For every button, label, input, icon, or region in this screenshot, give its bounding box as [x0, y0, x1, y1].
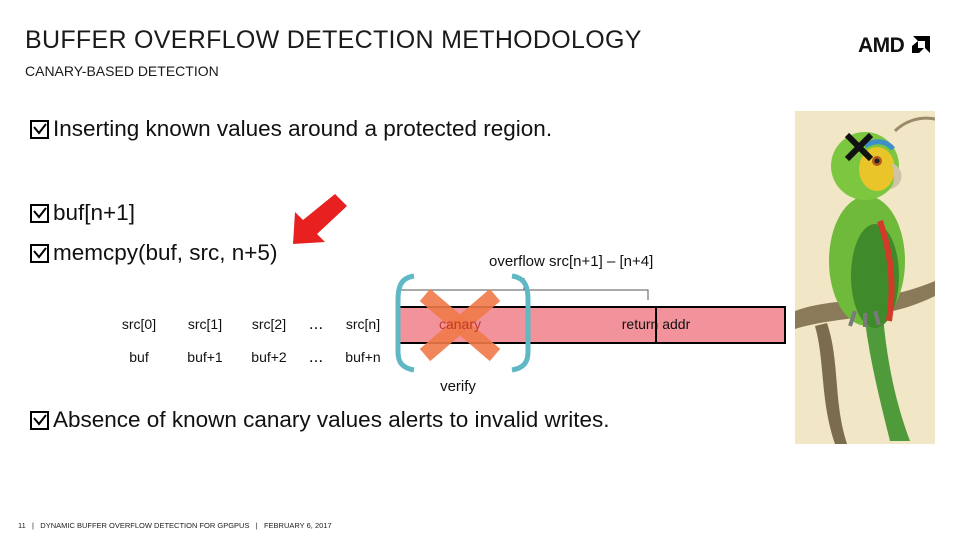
bullet-1-text: Inserting known values around a protecte…	[53, 116, 553, 141]
bullet-2: buf[n+1]	[30, 200, 135, 226]
bullet-1: Inserting known values around a protecte…	[30, 116, 552, 142]
page-number: 11	[18, 521, 26, 530]
page-subtitle: CANARY-BASED DETECTION	[25, 63, 219, 79]
amd-logo: AMD	[858, 34, 930, 58]
parrot-illustration	[795, 111, 935, 444]
logo-text: AMD	[858, 34, 905, 57]
canary-label: canary	[438, 316, 482, 332]
verify-bracket-right	[511, 273, 531, 373]
addr-cell-2: buf+2	[251, 349, 287, 365]
bullet-2-text: buf[n+1]	[53, 200, 135, 225]
bullet-4: Absence of known canary values alerts to…	[30, 407, 610, 433]
bullet-4-text: Absence of known canary values alerts to…	[53, 407, 610, 432]
footer-date: FEBRUARY 6, 2017	[263, 521, 332, 530]
src-cell-1: src[1]	[187, 316, 223, 332]
footer-sep-1: |	[27, 521, 39, 530]
bullet-3-text: memcpy(buf, src, n+5)	[53, 240, 278, 265]
checkbox-bullet-icon	[30, 203, 49, 223]
footer-sep-2: |	[251, 521, 262, 530]
verify-bracket-left	[395, 273, 415, 373]
canary-cross-icon	[419, 288, 501, 362]
addr-cell-0: buf	[129, 349, 149, 365]
verify-label: verify	[440, 378, 476, 395]
red-arrow-icon	[293, 194, 347, 244]
return-addr-label: return addr	[621, 316, 691, 332]
addr-cell-1: buf+1	[187, 349, 223, 365]
page-title: BUFFER OVERFLOW DETECTION METHODOLOGY	[25, 26, 642, 54]
checkbox-bullet-icon	[30, 119, 49, 139]
checkbox-bullet-icon	[30, 410, 49, 430]
footer: 11 | DYNAMIC BUFFER OVERFLOW DETECTION F…	[18, 521, 332, 530]
src-cell-0: src[0]	[121, 316, 157, 332]
addr-cell-ellipsis: ...	[308, 347, 324, 366]
x-mark-icon	[844, 132, 874, 162]
src-cell-ellipsis: ...	[308, 314, 324, 333]
bullet-3: memcpy(buf, src, n+5)	[30, 240, 277, 266]
src-cell-n: src[n]	[345, 316, 381, 332]
overflow-label: overflow src[n+1] – [n+4]	[489, 253, 654, 270]
addr-cell-n: buf+n	[345, 349, 381, 365]
footer-text: DYNAMIC BUFFER OVERFLOW DETECTION FOR GP…	[40, 521, 250, 530]
src-cell-2: src[2]	[251, 316, 287, 332]
checkbox-bullet-icon	[30, 243, 49, 263]
amd-arrow-icon	[911, 36, 930, 53]
